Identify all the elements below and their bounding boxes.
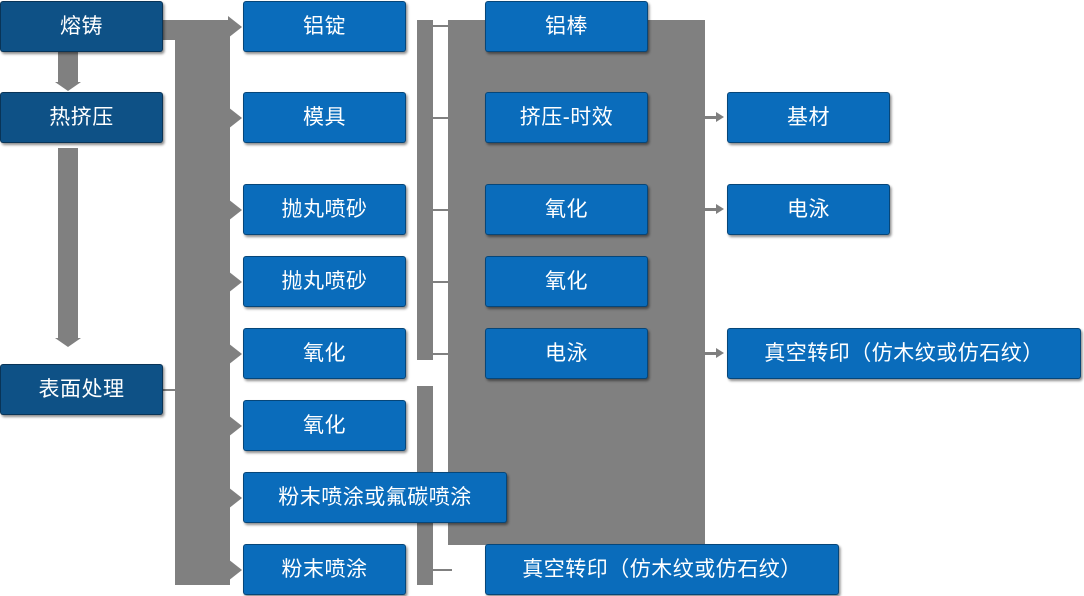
out-vacuum-transfer[interactable]: 真空转印（仿木纹或仿石纹）: [727, 328, 1081, 379]
arrowhead-to-oxidation-2: [228, 415, 242, 437]
connector-arrow-stage-to-hotextrusion: [55, 82, 81, 91]
tick-row-4: [432, 281, 452, 283]
stage-surface-treatment-label: 表面处理: [38, 377, 125, 401]
stage-hot-extrusion-label: 热挤压: [49, 105, 114, 129]
proc-mold[interactable]: 模具: [243, 92, 406, 143]
detail-aluminum-rod-label: 铝棒: [545, 14, 588, 38]
arrowhead-to-powder-spray: [228, 559, 242, 581]
tick-row-1: [432, 25, 452, 27]
stage-hot-extrusion[interactable]: 热挤压: [0, 92, 163, 143]
detail-vacuum-transfer-label: 真空转印（仿木纹或仿石纹）: [522, 557, 802, 581]
tick-row-6: [432, 569, 452, 571]
detail-oxidation-2[interactable]: 氧化: [485, 256, 648, 307]
proc-shot-blasting-1-label: 抛丸喷砂: [281, 197, 368, 221]
proc-oxidation-1-label: 氧化: [303, 341, 346, 365]
detail-extrusion-aging[interactable]: 挤压-时效: [485, 92, 648, 143]
detail-vacuum-transfer[interactable]: 真空转印（仿木纹或仿石纹）: [485, 544, 839, 595]
stage-melting-label: 熔铸: [60, 14, 103, 38]
connector-trunk-stage-mid: [58, 148, 78, 338]
connector-surface-to-bus: [162, 389, 182, 391]
arrowhead-to-oxidation-1: [228, 343, 242, 365]
proc-oxidation-2[interactable]: 氧化: [243, 400, 406, 451]
proc-aluminum-ingot-label: 铝锭: [303, 14, 346, 38]
arrowhead-to-shot-blasting-1: [228, 199, 242, 221]
out-electrophoresis-label: 电泳: [787, 197, 830, 221]
proc-powder-spray-label: 粉末喷涂: [281, 557, 368, 581]
detail-aluminum-rod[interactable]: 铝棒: [485, 1, 648, 52]
proc-aluminum-ingot[interactable]: 铝锭: [243, 1, 406, 52]
detail-oxidation-1-label: 氧化: [545, 197, 588, 221]
arrow-to-vacuum-transfer: [703, 348, 725, 359]
tick-row-3: [432, 209, 452, 211]
proc-powder-or-fluorocarbon-spray-label: 粉末喷涂或氟碳喷涂: [278, 485, 472, 509]
detail-extrusion-aging-label: 挤压-时效: [519, 105, 614, 129]
connector-bus-process-column: [175, 20, 230, 585]
stage-melting[interactable]: 熔铸: [0, 1, 163, 52]
proc-mold-label: 模具: [303, 105, 346, 129]
out-substrate-label: 基材: [787, 105, 830, 129]
detail-electrophoresis-label: 电泳: [545, 341, 588, 365]
arrow-to-substrate: [703, 112, 725, 123]
out-vacuum-transfer-label: 真空转印（仿木纹或仿石纹）: [764, 341, 1044, 365]
proc-oxidation-1[interactable]: 氧化: [243, 328, 406, 379]
proc-shot-blasting-2[interactable]: 抛丸喷砂: [243, 256, 406, 307]
stage-surface-treatment[interactable]: 表面处理: [0, 364, 163, 415]
detail-oxidation-2-label: 氧化: [545, 269, 588, 293]
arrowhead-to-aluminum-ingot: [228, 16, 242, 38]
tick-row-5: [432, 353, 452, 355]
arrowhead-to-powder-fluorocarbon: [228, 487, 242, 509]
out-electrophoresis[interactable]: 电泳: [727, 184, 890, 235]
proc-powder-spray[interactable]: 粉末喷涂: [243, 544, 406, 595]
proc-oxidation-2-label: 氧化: [303, 413, 346, 437]
arrowhead-to-mold: [228, 107, 242, 129]
proc-powder-or-fluorocarbon-spray[interactable]: 粉末喷涂或氟碳喷涂: [243, 472, 507, 523]
connector-arrow-stage-to-surface: [55, 338, 81, 347]
arrow-to-electrophoresis: [703, 204, 725, 215]
out-substrate[interactable]: 基材: [727, 92, 890, 143]
connector-collector-bar-upper: [417, 20, 433, 360]
proc-shot-blasting-1[interactable]: 抛丸喷砂: [243, 184, 406, 235]
tick-row-2b: [432, 117, 452, 119]
arrowhead-to-shot-blasting-2: [228, 271, 242, 293]
connector-melting-to-bus: [162, 20, 192, 40]
detail-electrophoresis[interactable]: 电泳: [485, 328, 648, 379]
proc-shot-blasting-2-label: 抛丸喷砂: [281, 269, 368, 293]
detail-oxidation-1[interactable]: 氧化: [485, 184, 648, 235]
